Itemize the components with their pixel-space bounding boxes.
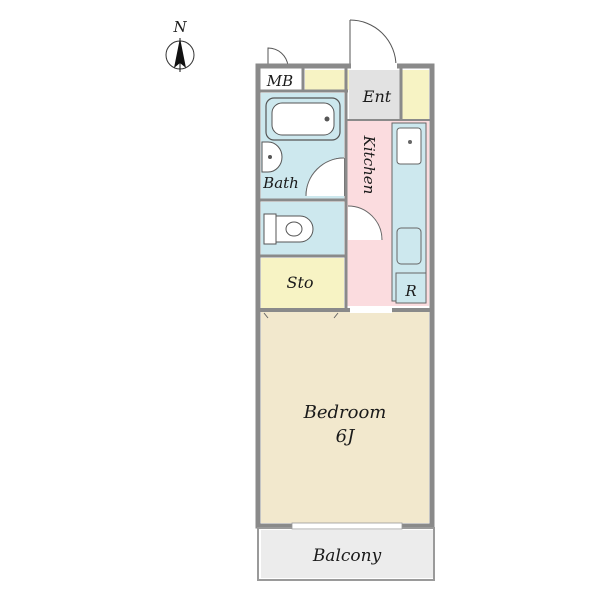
bedroom-area (261, 312, 429, 523)
compass-label: N (172, 18, 187, 36)
label-mb: MB (266, 72, 293, 90)
mb-door-icon (267, 47, 289, 67)
bedroom-door-opening (350, 307, 392, 313)
label-kitchen: Kitchen (360, 135, 378, 195)
kitchen-counter (391, 122, 427, 302)
storage-right-fill (401, 70, 429, 120)
storage-area (261, 258, 344, 308)
balcony-area (261, 530, 433, 578)
label-balcony: Balcony (312, 546, 382, 566)
north-compass-icon (165, 38, 195, 72)
label-sto: Sto (286, 273, 313, 292)
toilet-door-icon (347, 205, 383, 241)
label-bath: Bath (262, 174, 299, 192)
storage-top-fill (305, 70, 349, 90)
entrance-opening (351, 63, 397, 69)
label-ent: Ent (362, 87, 392, 106)
bathtub-icon (265, 97, 341, 141)
entrance-area (349, 70, 401, 120)
toilet-icon (263, 213, 314, 245)
refrigerator-box (395, 272, 427, 304)
label-bedroom-size: 6J (336, 426, 356, 447)
entrance-door-icon (349, 19, 397, 67)
window-opening (291, 522, 403, 530)
washbasin-icon (261, 141, 283, 173)
label-r: R (404, 282, 416, 300)
bath-door-icon (305, 157, 345, 197)
label-bedroom: Bedroom (303, 402, 387, 423)
